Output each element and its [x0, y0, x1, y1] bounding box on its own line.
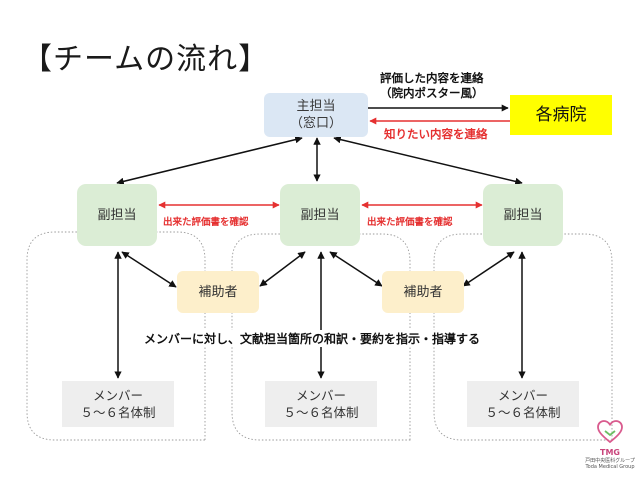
group-outline-right	[433, 233, 613, 441]
arrow-main-to-sub-left	[116, 135, 303, 186]
arrow-sub-left-helper-left	[121, 251, 177, 288]
sub-box-left: 副担当	[77, 184, 157, 246]
main-contact-box: 主担当 （窓口）	[264, 93, 368, 137]
hospitals-box: 各病院	[510, 95, 612, 135]
member-size: ５～６名体制	[283, 405, 359, 420]
main-contact-label: 主担当	[296, 99, 336, 114]
helper-box-right: 補助者	[382, 271, 464, 313]
member-label: メンバー	[497, 388, 548, 403]
logo-abbr: TMG	[600, 448, 620, 457]
member-size: ５～６名体制	[485, 405, 561, 420]
sub-label: 副担当	[97, 207, 137, 223]
member-label: メンバー	[295, 388, 346, 403]
member-size: ５～６名体制	[80, 405, 156, 420]
arrow-main-to-sub-right	[333, 135, 523, 186]
sub-box-right: 副担当	[483, 184, 563, 246]
confirm-label-left: 出来た評価書を確認	[163, 217, 249, 228]
logo-japanese-name: 戸田中央医科グループ	[585, 458, 635, 464]
report-arrow-label: 評価した内容を連絡 （院内ポスター風）	[380, 71, 484, 101]
report-arrow-label-line2: （院内ポスター風）	[380, 86, 484, 100]
confirm-label-right: 出来た評価書を確認	[367, 217, 453, 228]
main-contact-sublabel: （窓口）	[289, 116, 342, 131]
sub-label: 副担当	[300, 207, 340, 223]
tmg-logo: TMG 戸田中央医科グループ Toda Medical Group	[581, 420, 639, 470]
member-box-left: メンバー ５～６名体制	[62, 381, 174, 427]
group-outline-center	[231, 233, 411, 441]
arrow-sub-center-helper-left	[259, 251, 306, 287]
report-arrow-label-line1: 評価した内容を連絡	[380, 71, 484, 85]
tmg-heart-icon	[597, 420, 623, 444]
group-outline-left	[26, 231, 206, 441]
logo-english-name: Toda Medical Group	[585, 464, 635, 470]
member-box-center: メンバー ５～６名体制	[265, 381, 377, 427]
member-label: メンバー	[92, 388, 143, 403]
helper-box-left: 補助者	[177, 271, 259, 313]
sub-label: 副担当	[503, 207, 543, 223]
instruction-text: メンバーに対し、文献担当箇所の和訳・要約を指示・指導する	[142, 330, 483, 347]
page-title: 【チームの流れ】	[22, 42, 270, 77]
request-arrow-label: 知りたい内容を連絡	[384, 127, 488, 141]
helper-label: 補助者	[403, 284, 443, 300]
member-box-right: メンバー ５～６名体制	[467, 381, 579, 427]
arrow-sub-right-helper-right	[462, 251, 515, 287]
arrow-sub-center-helper-right	[329, 251, 383, 287]
sub-box-center: 副担当	[280, 184, 360, 246]
helper-label: 補助者	[198, 284, 238, 300]
hospitals-label: 各病院	[535, 104, 587, 125]
